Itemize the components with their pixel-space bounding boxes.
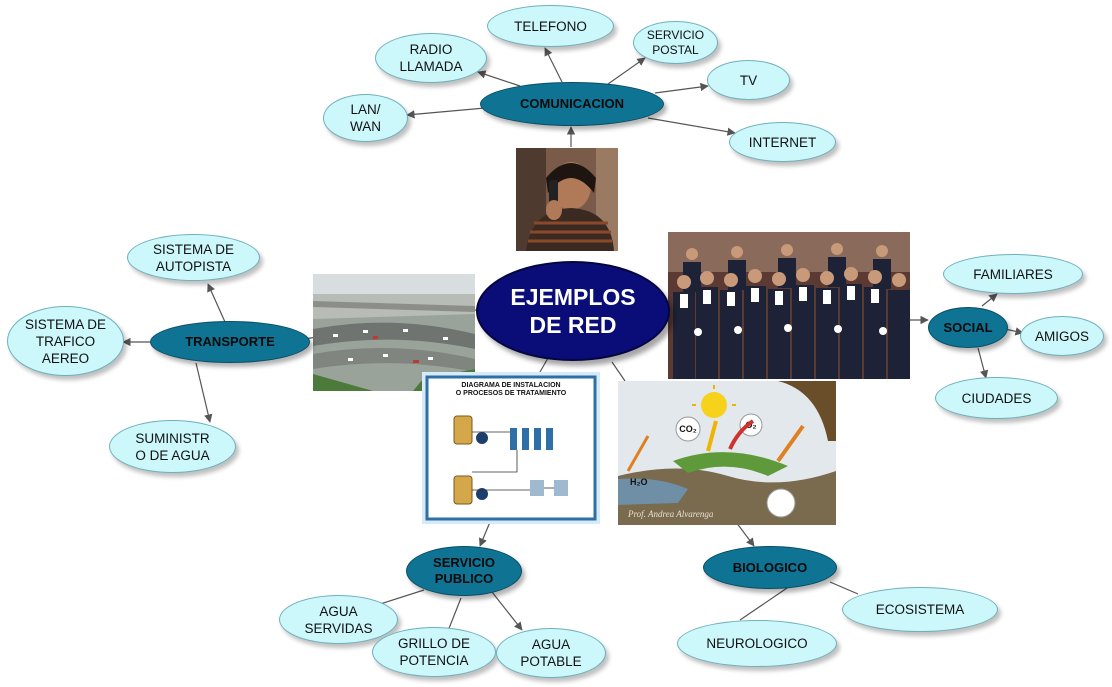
leaf-familiares[interactable]: FAMILIARES — [943, 254, 1083, 294]
leaf-sistema-trafico-aereo[interactable]: SISTEMA DE TRAFICO AEREO — [7, 306, 124, 376]
category-comunicacion[interactable]: COMUNICACION — [480, 82, 664, 126]
leaf-servicio-postal[interactable]: SERVICIO POSTAL — [633, 21, 718, 64]
ecosystem-cycle-image: CO₂ O₂ H₂O Prof. Andrea Alvarenga — [618, 381, 836, 525]
edge-center-img-eco — [611, 361, 626, 382]
leaf-grillo-potencia[interactable]: GRILLO DE POTENCIA — [372, 627, 496, 677]
category-biologico[interactable]: BIOLOGICO — [703, 546, 837, 589]
leaf-ciudades[interactable]: CIUDADES — [935, 377, 1058, 419]
woman-phone-photo — [516, 148, 618, 251]
diagram-title-line1: DIAGRAMA DE INSTALACION — [461, 382, 560, 389]
leaf-agua-potable[interactable]: AGUA POTABLE — [496, 628, 606, 678]
leaf-lan-wan[interactable]: LAN/ WAN — [323, 94, 408, 142]
eco-o2-label: O₂ — [746, 420, 757, 430]
highway-photo — [313, 274, 475, 391]
leaf-ecosistema[interactable]: ECOSISTEMA — [842, 587, 998, 632]
category-social[interactable]: SOCIAL — [928, 307, 1008, 348]
eco-h2o-label: H₂O — [630, 477, 648, 487]
leaf-neurologico[interactable]: NEUROLOGICO — [677, 620, 837, 667]
edge-center-img-diagram — [539, 357, 549, 373]
edge-center-biologico — [735, 521, 755, 547]
eco-author: Prof. Andrea Alvarenga — [627, 509, 714, 519]
leaf-tv[interactable]: TV — [707, 60, 790, 100]
water-treatment-diagram-image: DIAGRAMA DE INSTALACION O PROCESOS DE TR… — [422, 372, 600, 524]
leaf-agua-servidas[interactable]: AGUA SERVIDAS — [279, 595, 398, 644]
leaf-amigos[interactable]: AMIGOS — [1020, 316, 1104, 356]
eco-co2-label: CO₂ — [679, 424, 697, 434]
leaf-telefono[interactable]: TELEFONO — [487, 5, 614, 47]
graduation-group-photo — [668, 232, 910, 379]
diagram-title-line2: O PROCESOS DE TRATAMIENTO — [456, 390, 567, 397]
leaf-sistema-autopista[interactable]: SISTEMA DE AUTOPISTA — [127, 234, 260, 281]
leaf-suministro-agua[interactable]: SUMINISTR O DE AGUA — [109, 420, 236, 473]
category-transporte[interactable]: TRANSPORTE — [150, 321, 310, 363]
edge-center-servicio — [479, 521, 491, 547]
center-node[interactable]: EJEMPLOS DE RED — [476, 261, 670, 361]
category-servicio-publico[interactable]: SERVICIO PUBLICO — [406, 546, 522, 596]
leaf-radio-llamada[interactable]: RADIO LLAMADA — [375, 33, 487, 83]
leaf-internet[interactable]: INTERNET — [729, 122, 836, 162]
